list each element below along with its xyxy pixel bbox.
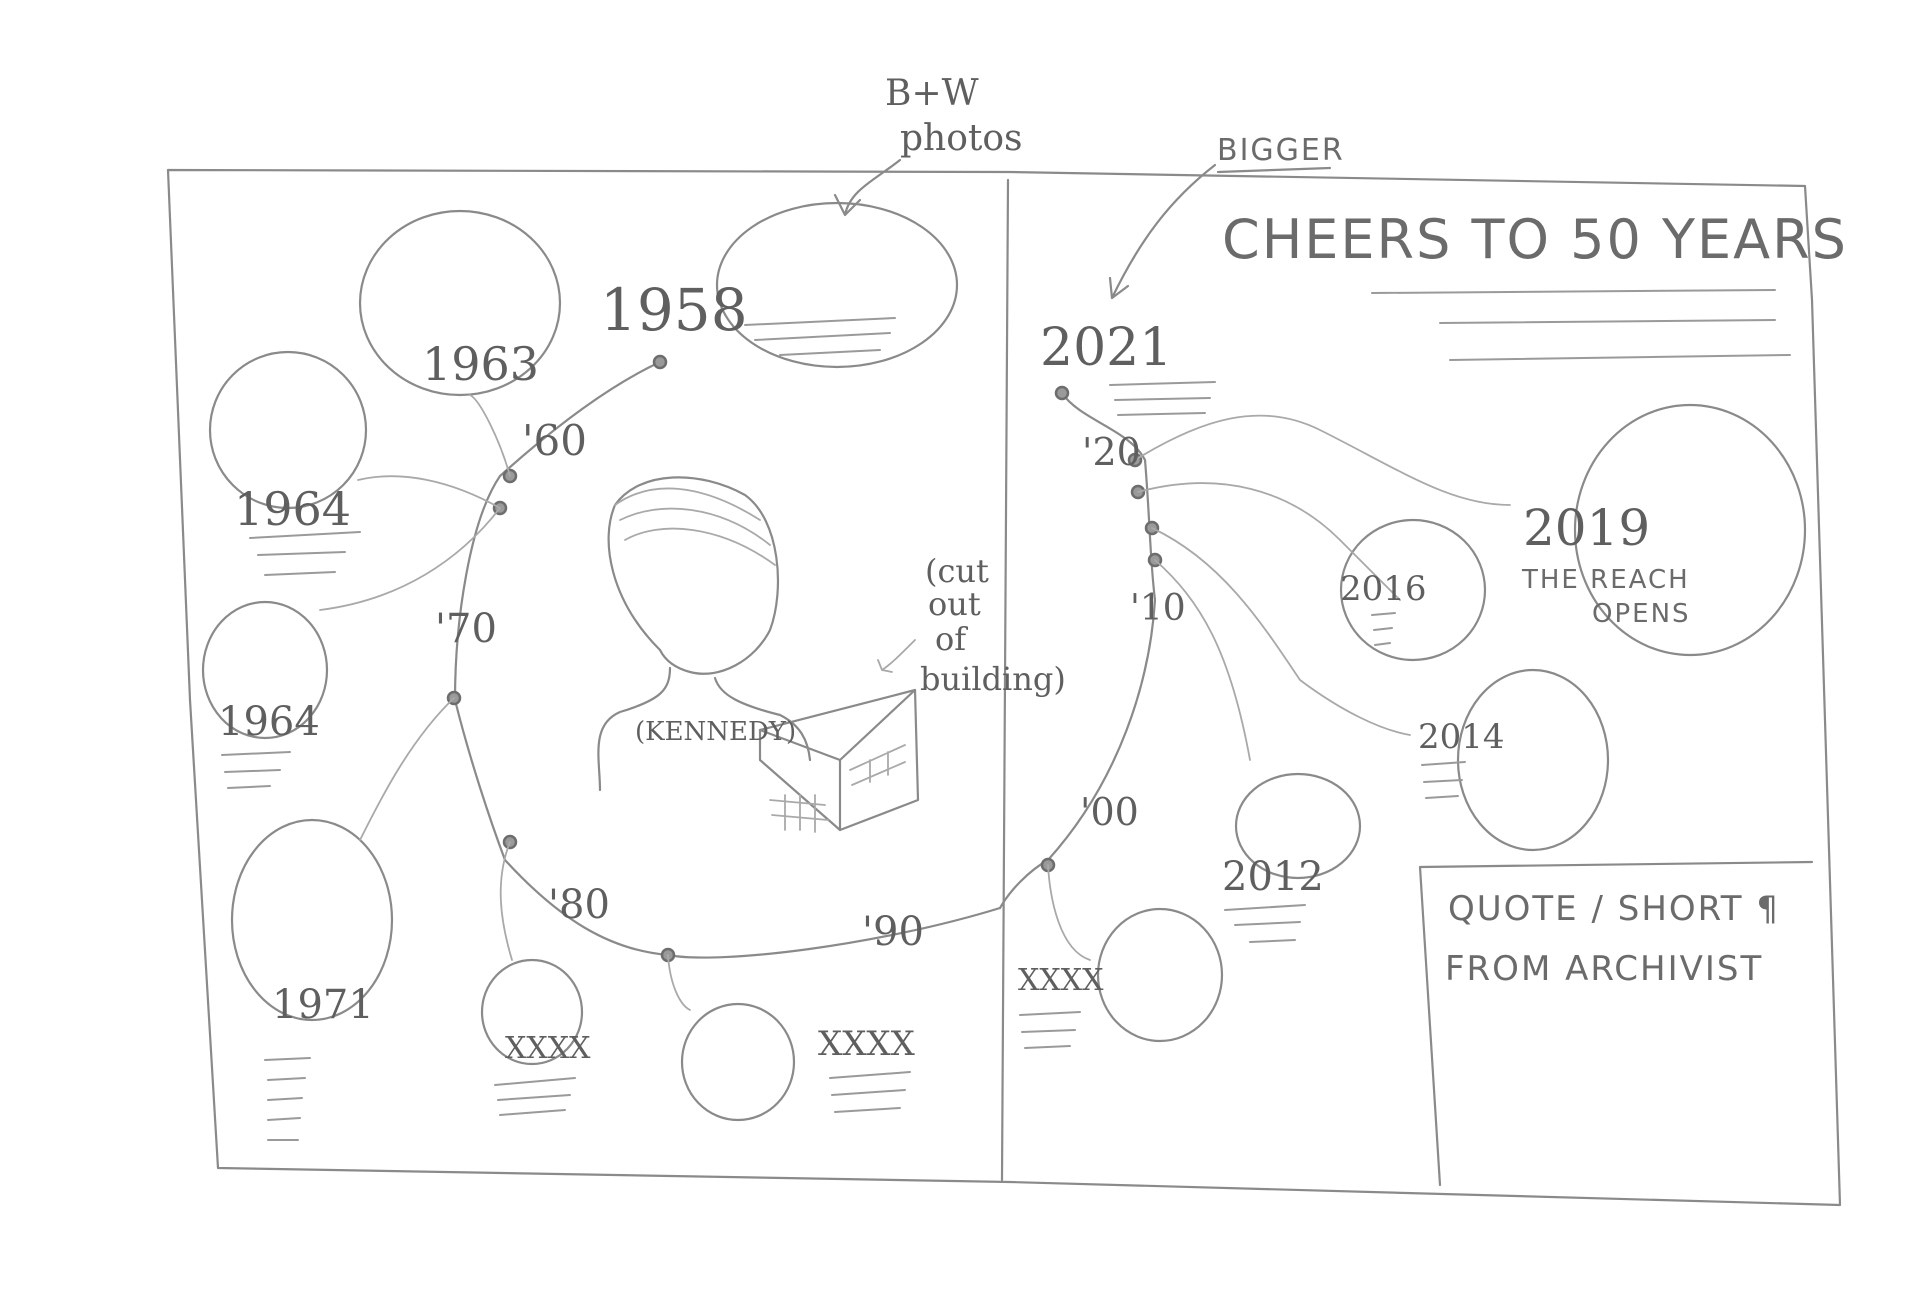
reach-opens-label-2: OPENS bbox=[1592, 599, 1691, 629]
xxxx-label-2: XXXX bbox=[818, 1024, 916, 1064]
photo-circle-1964b bbox=[201, 600, 329, 740]
kennedy-label: (KENNEDY) bbox=[635, 717, 796, 747]
cutout-note-2: out bbox=[928, 585, 981, 623]
photo-circle-1971 bbox=[230, 818, 394, 1022]
bigger-note: BIGGER bbox=[1217, 133, 1345, 168]
left-timeline-arc bbox=[453, 360, 1002, 959]
photo-circle-2012 bbox=[1234, 772, 1362, 880]
photo-circle-2016 bbox=[1339, 518, 1487, 662]
year-label-2016: 2016 bbox=[1340, 569, 1427, 609]
year-label-2021: 2021 bbox=[1040, 318, 1172, 378]
year-label-1971: 1971 bbox=[272, 982, 374, 1028]
center-fold-line bbox=[1000, 178, 1010, 1182]
photo-circle-1964a bbox=[208, 350, 368, 510]
reach-opens-label-1: THE REACH bbox=[1521, 565, 1690, 595]
bw-photos-arrow bbox=[833, 158, 902, 217]
photo-circle-2019 bbox=[1573, 403, 1807, 657]
bigger-arrow bbox=[1108, 163, 1217, 300]
decade-label-60: '60 bbox=[522, 416, 587, 465]
quote-label-2: FROM ARCHIVIST bbox=[1445, 949, 1763, 989]
page-title: CHEERS TO 50 YEARS bbox=[1222, 208, 1848, 271]
decade-label-70: '70 bbox=[435, 606, 497, 652]
photo-circle-1963 bbox=[358, 209, 562, 397]
spread-frame bbox=[166, 168, 1842, 1207]
bigger-underline bbox=[1216, 166, 1332, 174]
bw-photos-note-2: photos bbox=[900, 118, 1023, 159]
year-label-1963: 1963 bbox=[422, 337, 539, 391]
right-page: CHEERS TO 50 YEARS 2021 '20 bbox=[998, 133, 1848, 1187]
year-label-2014: 2014 bbox=[1418, 717, 1505, 757]
cutout-note-4: building) bbox=[920, 660, 1066, 698]
year-label-2019: 2019 bbox=[1523, 499, 1650, 557]
decade-label-10: '10 bbox=[1130, 588, 1186, 629]
cutout-note-1: (cut bbox=[925, 552, 989, 590]
photo-circle-xxxx-2 bbox=[680, 1002, 796, 1122]
year-label-1964a: 1964 bbox=[234, 482, 351, 536]
decade-label-80: '80 bbox=[548, 882, 610, 928]
photo-circle-xxxx-3 bbox=[1096, 907, 1224, 1043]
building-cutout-sketch bbox=[758, 639, 920, 833]
decade-label-00: '00 bbox=[1080, 790, 1139, 834]
timeline-node bbox=[1054, 385, 1070, 401]
photo-circle-xxxx-1 bbox=[480, 958, 584, 1066]
quote-box bbox=[1418, 860, 1814, 1187]
decade-label-20: '20 bbox=[1082, 430, 1141, 474]
kennedy-figure bbox=[597, 476, 812, 792]
quote-label-1: QUOTE / SHORT ¶ bbox=[1448, 889, 1780, 929]
xxxx-label-1: XXXX bbox=[505, 1031, 591, 1066]
photo-circle-1958 bbox=[715, 201, 959, 369]
photo-circle-2014 bbox=[1456, 668, 1610, 852]
year-label-1958: 1958 bbox=[600, 276, 748, 344]
bw-photos-note: B+W bbox=[885, 73, 979, 114]
cutout-note-3: of bbox=[935, 620, 968, 658]
decade-label-90: '90 bbox=[862, 909, 924, 955]
xxxx-label-3: XXXX bbox=[1018, 963, 1104, 998]
year-label-2012: 2012 bbox=[1222, 854, 1324, 900]
year-label-1964b: 1964 bbox=[218, 699, 320, 745]
left-page: 1958 1963 '60 1964 '70 1964 (KENNEDY) '8… bbox=[201, 73, 1066, 1141]
timeline-node bbox=[652, 354, 668, 370]
